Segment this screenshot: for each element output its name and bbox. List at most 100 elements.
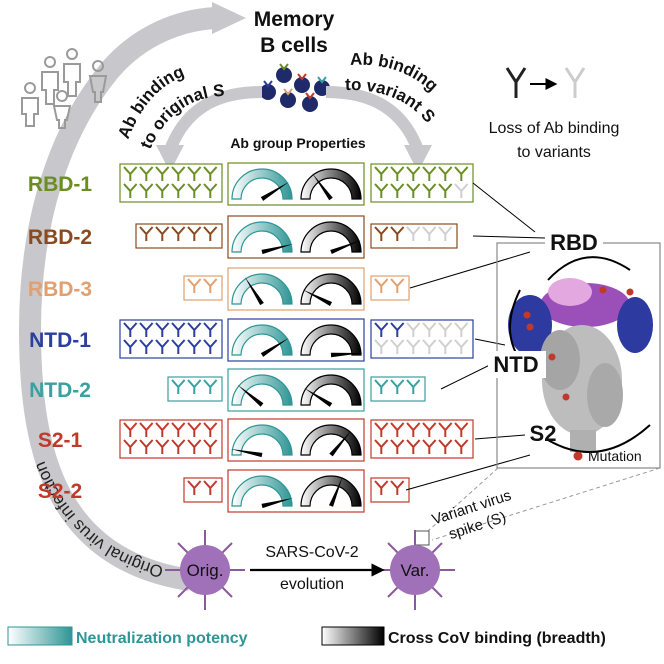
group-rbd-3-potency-gauge-needle [244, 276, 264, 306]
group-ntd-1-original-antibody [203, 322, 218, 337]
group-s2-1-breadth-gauge-needle [329, 430, 352, 457]
group-s2-1-variant-antibody [422, 439, 437, 454]
connector-line [474, 338, 506, 346]
group-ntd-1-original-box [119, 319, 223, 359]
group-rbd-2-variant-antibody [422, 226, 437, 241]
group-rbd-1-potency-gauge [231, 168, 293, 201]
group-rbd-1-variant-antibody [406, 166, 421, 181]
group-s2-1-variant-antibody [374, 439, 389, 454]
group-s2-1-variant-antibody [390, 439, 405, 454]
group-ntd-1-properties-box [227, 318, 365, 362]
group-ntd-1-variant-antibody [422, 322, 437, 337]
group-s2-1-variant-antibody [422, 422, 437, 437]
breadth-legend-label: Cross CoV binding (breadth) [388, 630, 606, 647]
group-rbd-1-variant-antibody [454, 166, 469, 181]
group-s2-2-label: S2-2 [38, 480, 82, 503]
group-rbd-1-variant-antibody [454, 183, 469, 198]
arrow-to-variant [325, 86, 424, 153]
group-ntd-1-variant-antibody [454, 339, 469, 354]
group-s2-1-breadth-gauge [300, 424, 362, 457]
group-s2-1-original-antibody [187, 422, 202, 437]
group-s2-2-original-antibody [187, 480, 202, 495]
mutation-legend-dot [573, 451, 583, 461]
rbd-label-bg [545, 229, 603, 256]
group-s2-1-original-antibody [155, 439, 170, 454]
group-ntd-1-potency-gauge [231, 324, 293, 357]
group-s2-1-original-antibody [155, 422, 170, 437]
s2-bracket [547, 424, 651, 453]
virus-orig-label: Orig. [187, 561, 224, 580]
group-ntd-2-potency-gauge [231, 374, 293, 407]
group-s2-2-properties-box [227, 469, 365, 513]
group-s2-2-variant-antibody [390, 480, 405, 495]
group-rbd-3-breadth-gauge-needle [302, 289, 332, 306]
group-rbd-2-original-antibody [203, 226, 218, 241]
group-rbd-1-original-antibody [155, 166, 170, 181]
group-s2-1-potency-gauge [230, 424, 293, 458]
group-rbd-1-original-antibody [155, 183, 170, 198]
group-s2-1-original-antibody [139, 422, 154, 437]
group-rbd-3-variant-antibody [374, 278, 389, 293]
group-s2-1-original-antibody [187, 439, 202, 454]
group-s2-2-potency-gauge [231, 475, 293, 509]
group-ntd-1-variant-antibody [406, 339, 421, 354]
group-ntd-1-original-antibody [139, 322, 154, 337]
group-rbd-1-breadth-gauge-needle [312, 173, 333, 201]
group-s2-1-label: S2-1 [38, 429, 83, 452]
group-rbd-2-label: RBD-2 [28, 226, 92, 249]
group-rbd-1-original-antibody [123, 166, 138, 181]
group-ntd-1-original-antibody [187, 322, 202, 337]
group-s2-1-variant-antibody [374, 422, 389, 437]
group-rbd-1-original-antibody [203, 166, 218, 181]
group-s2-2-breadth-gauge-needle [328, 476, 343, 507]
group-ntd-2-original-antibody [203, 379, 218, 394]
group-ntd-1-variant-antibody [422, 339, 437, 354]
group-rbd-1-variant-antibody [406, 183, 421, 198]
group-rbd-1-original-antibody [171, 166, 186, 181]
group-ntd-2-breadth-gauge [300, 374, 362, 407]
group-s2-2-original-antibody [203, 480, 218, 495]
loss-label-1: Loss of Ab binding [489, 120, 620, 137]
group-ntd-1-original-antibody [171, 322, 186, 337]
group-ntd-1-variant-antibody [454, 322, 469, 337]
group-s2-1-variant-antibody [390, 422, 405, 437]
b-cell-cluster-icon [260, 63, 330, 112]
group-rbd-1-original-antibody [187, 183, 202, 198]
rbd-bracket [547, 256, 631, 281]
group-rbd-2-original-antibody [187, 226, 202, 241]
group-rbd-1-variant-antibody [390, 183, 405, 198]
group-ntd-1-variant-box [370, 319, 474, 359]
people-icon [21, 48, 108, 129]
group-ntd-2-original-antibody [187, 379, 202, 394]
group-ntd-2-properties-box [227, 368, 365, 412]
group-s2-1-variant-antibody [454, 422, 469, 437]
group-ntd-1-potency-gauge-needle [260, 337, 290, 357]
group-ntd-1-label: NTD-1 [29, 329, 91, 352]
group-rbd-1-label: RBD-1 [28, 173, 92, 196]
group-s2-2-breadth-gauge [300, 475, 362, 507]
mutation-legend-label: Mutation [588, 448, 642, 464]
group-ntd-1-original-antibody [139, 339, 154, 354]
group-ntd-1-original-antibody [123, 322, 138, 337]
potency-legend-label: Neutralization potency [76, 630, 248, 647]
group-rbd-2-breadth-gauge-needle [330, 240, 361, 255]
group-ntd-1-variant-antibody [438, 322, 453, 337]
title-line-1: Memory [254, 8, 335, 31]
group-ntd-1-variant-antibody [390, 322, 405, 337]
group-s2-1-original-antibody [171, 439, 186, 454]
mutation-markers [523, 286, 634, 401]
group-rbd-1-original-antibody [187, 166, 202, 181]
group-ntd-2-variant-antibody [390, 379, 405, 394]
group-rbd-1-variant-antibody [422, 183, 437, 198]
group-rbd-3-variant-antibody [390, 278, 405, 293]
original-virus-icon [165, 530, 245, 610]
group-s2-1-variant-antibody [438, 439, 453, 454]
group-rbd-2-variant-antibody [438, 226, 453, 241]
group-s2-1-original-antibody [139, 439, 154, 454]
group-ntd-1-variant-antibody [390, 339, 405, 354]
group-ntd-1-breadth-gauge [300, 324, 363, 358]
group-s2-1-potency-gauge-needle [230, 449, 263, 458]
group-ntd-1-original-antibody [187, 339, 202, 354]
group-ntd-2-variant-antibody [374, 379, 389, 394]
